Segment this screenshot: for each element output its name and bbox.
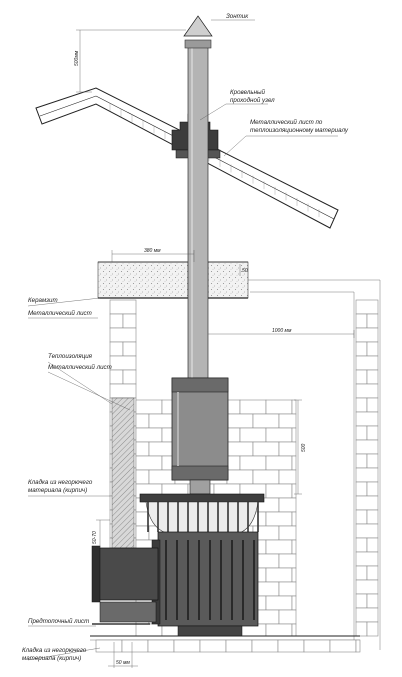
label-masonry-2: материала (кирпич) xyxy=(28,487,87,494)
fire-door xyxy=(91,545,101,603)
label-roof-node-2: проходной узел xyxy=(230,97,275,104)
label-ceramsite: Керамзит xyxy=(28,297,58,304)
label-metal-sheet-roof-2: теплоизоляционному материалу xyxy=(250,127,349,134)
label-metal-sheet-roof-1: Металлический лист по xyxy=(250,119,323,126)
label-base-masonry-1: Кладка из негорючего xyxy=(22,647,87,654)
dim-bottom-offset: 50 мм xyxy=(116,660,130,666)
firebox xyxy=(157,531,259,627)
stove-body xyxy=(91,493,265,637)
cap-collar xyxy=(184,39,212,49)
dim-height-right: 500 xyxy=(301,443,307,452)
room-wall-outline xyxy=(240,279,381,650)
labels: Зонтик Кровельный проходной узел Металли… xyxy=(22,13,349,666)
chimney-pipe xyxy=(183,15,213,379)
dim-ceiling-cut: 380 мм xyxy=(144,248,161,254)
ash-pan xyxy=(99,601,157,623)
base-masonry xyxy=(95,639,361,653)
water-tank xyxy=(171,377,229,481)
dim-chimney-above-roof: 500мм xyxy=(74,50,80,66)
chimney-cap xyxy=(183,15,213,37)
label-insulation: Теплоизоляция xyxy=(48,353,93,360)
fire-tunnel xyxy=(97,547,159,601)
dimension-lines xyxy=(76,29,355,668)
label-roof-node-1: Кровельный xyxy=(230,89,266,96)
right-brick-wall xyxy=(355,299,379,637)
ceiling xyxy=(97,261,249,299)
dim-gap-left: 50-70 xyxy=(92,531,98,544)
stone-basket xyxy=(145,501,259,535)
label-pre-furnace-sheet: Предтопочный лист xyxy=(28,618,89,625)
leader-lines xyxy=(27,19,338,661)
label-metal-sheet-wall: Металлический лист xyxy=(48,364,112,371)
dim-to-wall: 1000 мм xyxy=(272,328,292,334)
stove-base xyxy=(177,625,243,637)
stove-top-rim xyxy=(139,493,265,503)
insulation-layer xyxy=(111,397,135,549)
dim-ceiling-offset: 50 xyxy=(242,268,248,274)
label-base-masonry-2: материала (кирпич) xyxy=(22,655,81,662)
pipe-connector xyxy=(189,479,211,495)
roof xyxy=(35,87,339,229)
label-cap: Зонтик xyxy=(226,13,249,20)
label-metal-sheet-ceiling: Металлический лист xyxy=(28,310,92,317)
ceramsite-fill xyxy=(97,261,189,299)
stone-grid xyxy=(147,502,259,532)
ceramsite-fill-right xyxy=(207,261,249,299)
label-masonry-1: Кладка из негорючего xyxy=(28,479,93,486)
